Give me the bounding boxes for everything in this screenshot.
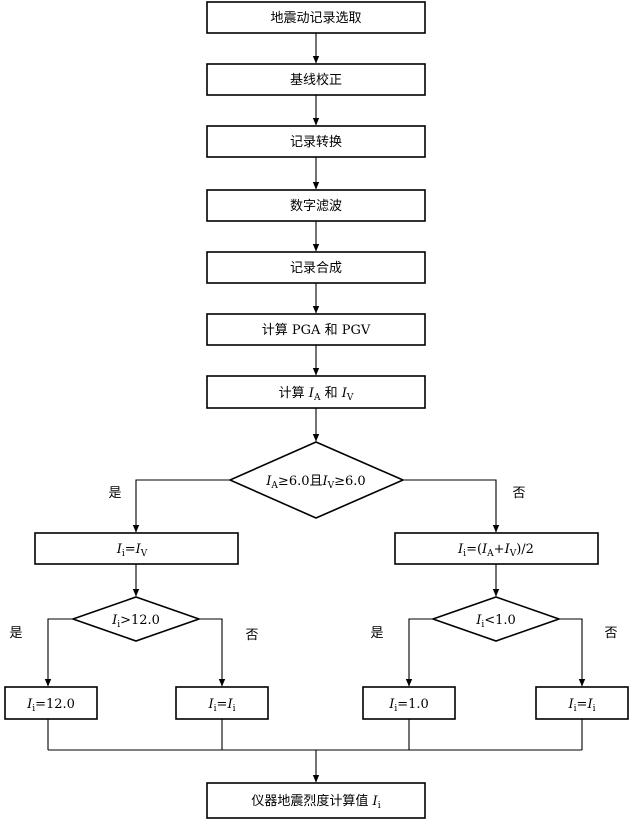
step-record-selection-box xyxy=(206,1,426,34)
step-compute-pga-pgv-box xyxy=(206,313,426,346)
right-decision-label: Ii<1.0 xyxy=(475,613,516,630)
step-record-conversion-box xyxy=(206,125,426,158)
step-baseline-correction-label: 基线校正 xyxy=(290,72,342,88)
left-yes-result-box xyxy=(4,686,98,720)
right-yes-result-label: Ii=1.0 xyxy=(388,697,429,714)
left-no-result-box xyxy=(175,686,269,720)
right-yes-result-box xyxy=(362,686,456,720)
arrow-right-no xyxy=(559,618,586,687)
left-yes-result-label: Ii=12.0 xyxy=(26,697,75,714)
left-no-label: 否 xyxy=(245,628,258,643)
right-no-result-box xyxy=(535,686,629,720)
left-assign-label: Ii=IV xyxy=(116,542,148,559)
step-record-synthesis-label: 记录合成 xyxy=(290,261,342,276)
arrow-main-yes xyxy=(132,479,230,533)
right-decision-diamond xyxy=(430,596,562,642)
decision-main-label: IA≥6.0且IV≥6.0 xyxy=(265,474,365,491)
arrow-left-no xyxy=(199,618,226,687)
left-assign-box xyxy=(34,532,239,565)
connectors xyxy=(44,33,586,783)
arrow-left-yes xyxy=(44,618,73,687)
arrow-right-yes xyxy=(405,618,433,687)
right-assign-box xyxy=(394,532,599,565)
step-record-conversion-label: 记录转换 xyxy=(290,135,342,150)
arrow-main-no xyxy=(403,479,500,533)
step-record-selection-label: 地震动记录选取 xyxy=(270,11,361,26)
left-decision-diamond xyxy=(70,596,202,642)
step-digital-filter-box xyxy=(206,189,426,222)
step-compute-pga-pgv-label: 计算 PGA 和 PGV xyxy=(262,323,371,338)
step-compute-ia-iv-label: 计算 IA 和 IV xyxy=(279,386,354,403)
decision-main-diamond xyxy=(228,441,405,519)
right-no-result-label: Ii=Ii xyxy=(568,697,596,714)
right-yes-label: 是 xyxy=(370,626,383,641)
main-yes-label: 是 xyxy=(108,486,121,501)
right-assign-label: Ii=(IA+IV)/2 xyxy=(457,542,534,559)
step-record-synthesis-box xyxy=(206,251,426,284)
main-no-label: 否 xyxy=(512,486,525,501)
final-result-box xyxy=(206,782,426,819)
step-digital-filter-label: 数字滤波 xyxy=(290,199,342,214)
left-no-result-label: Ii=Ii xyxy=(208,697,236,714)
left-yes-label: 是 xyxy=(9,626,22,641)
final-result-label: 仪器地震烈度计算值 Ii xyxy=(251,793,380,811)
right-no-label: 否 xyxy=(604,626,617,641)
left-decision-label: Ii>12.0 xyxy=(111,613,160,630)
step-baseline-correction-box xyxy=(206,63,426,96)
step-compute-ia-iv-box xyxy=(206,375,426,409)
